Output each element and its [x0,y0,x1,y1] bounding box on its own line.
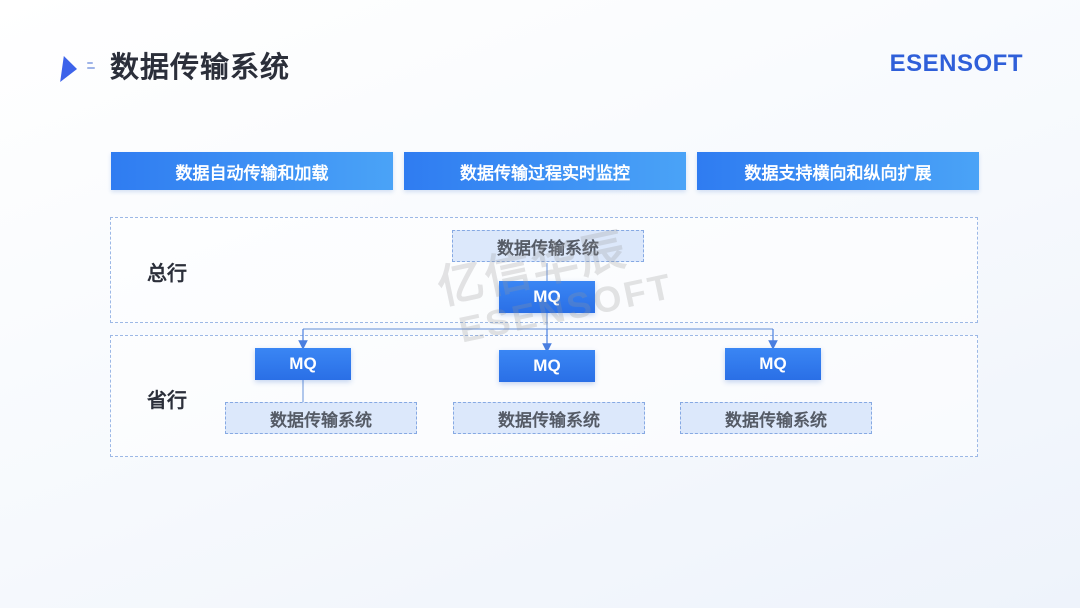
hq-system-box: 数据传输系统 [452,230,644,262]
province-label: 省行 [147,388,187,412]
feature-scalability: 数据支持横向和纵向扩展 [697,152,979,190]
page-title: 数据传输系统 [110,50,291,84]
brand-logo: ESENSOFT [889,50,1023,77]
feature-realtime-monitor: 数据传输过程实时监控 [404,152,686,190]
headquarters-label: 总行 [147,261,187,285]
province-mq-box: MQ [499,350,595,382]
province-system-box: 数据传输系统 [453,402,645,434]
feature-auto-transfer: 数据自动传输和加载 [111,152,393,190]
title-marker-icon [60,54,100,84]
province-system-box: 数据传输系统 [225,402,417,434]
province-mq-box: MQ [255,348,351,380]
province-system-box: 数据传输系统 [680,402,872,434]
hq-mq-box: MQ [499,281,595,313]
province-mq-box: MQ [725,348,821,380]
